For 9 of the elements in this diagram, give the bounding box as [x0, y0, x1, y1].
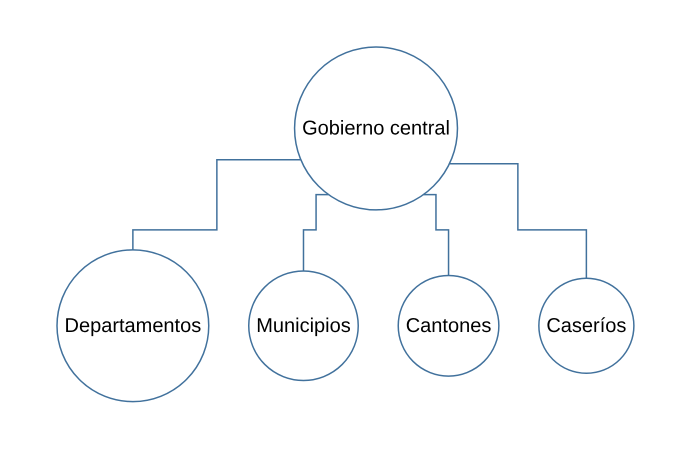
node-circle: Municipios [248, 270, 359, 382]
node-circle: Gobierno central [293, 46, 458, 211]
connector [302, 194, 328, 272]
node-circle: Caseríos [538, 278, 634, 374]
connector [422, 194, 449, 276]
node-circle: Departamentos [56, 249, 210, 403]
connector [132, 159, 300, 251]
connector [448, 163, 587, 280]
node-circle: Cantones [397, 274, 500, 377]
